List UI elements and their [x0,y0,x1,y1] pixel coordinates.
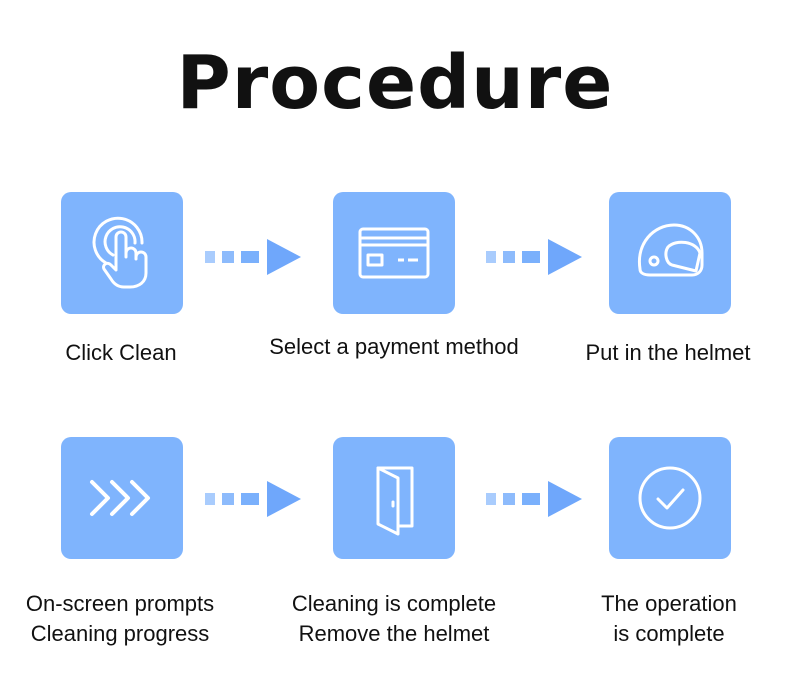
step-3-label: Put in the helmet [585,340,751,365]
step-6-tile [609,437,731,559]
step-2-tile [333,192,455,314]
payment-card-icon [358,227,430,279]
chevrons-right-icon [90,480,150,516]
page-title: Procedure [176,40,614,126]
arrow-right-icon [486,481,582,517]
step-2-label: Select a payment method [269,334,519,359]
arrow-right-icon [205,239,301,275]
arrow-right-icon [486,239,582,275]
step-3-tile [609,192,731,314]
helmet-icon [637,223,704,277]
step-5-label: Cleaning is complete Remove the helmet [291,591,497,646]
step-1-tile [61,192,183,314]
step-1-label: Click Clean [65,340,177,365]
step-4-label: On-screen prompts Cleaning progress [25,591,215,646]
check-circle-icon [638,466,702,530]
step-6-label: The operation is complete [601,591,737,646]
step-5-tile [333,437,455,559]
tap-hand-icon [92,216,148,289]
arrow-right-icon [205,481,301,517]
step-4-tile [61,437,183,559]
open-door-icon [376,466,414,536]
